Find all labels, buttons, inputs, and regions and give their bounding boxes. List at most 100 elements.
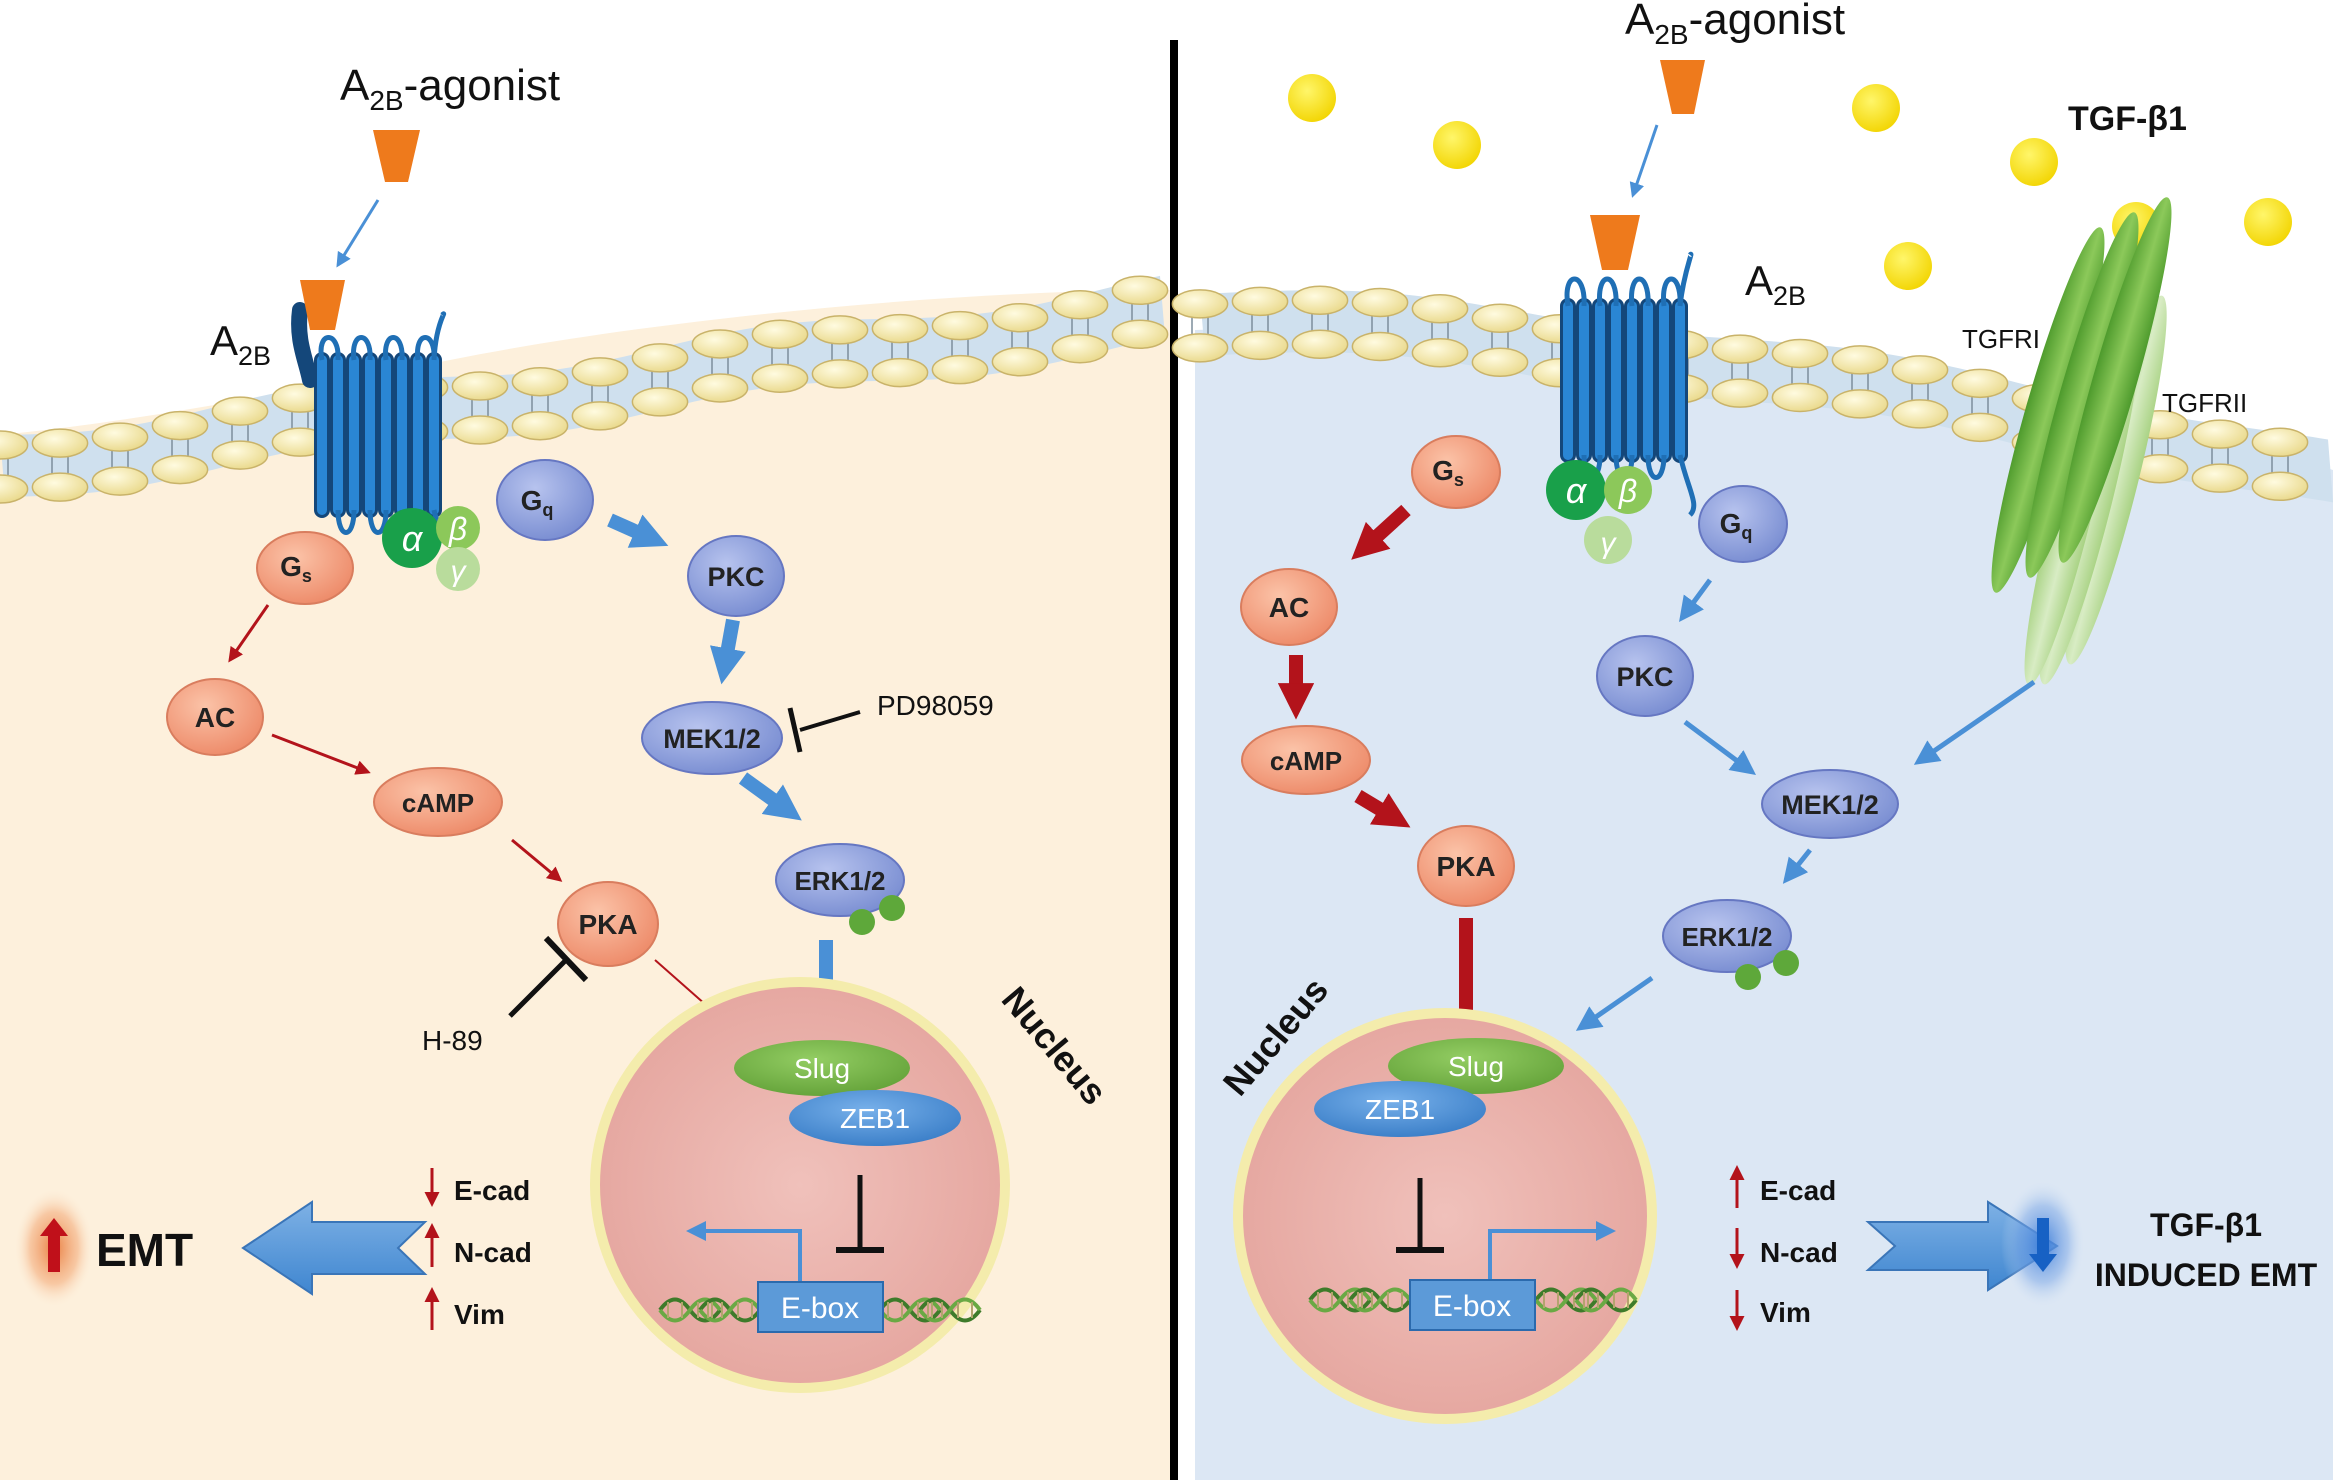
svg-text:Gs: Gs (1432, 455, 1464, 490)
left-agonist-arrow (336, 199, 380, 268)
svg-text:β: β (448, 511, 467, 547)
left-camp-node: cAMP (373, 767, 503, 837)
left-transcription-arrow (686, 1221, 802, 1282)
right-transcription-arrow (1488, 1221, 1616, 1282)
left-pd98059-label: PD98059 (877, 690, 994, 721)
left-emt-up-arrow (40, 1218, 68, 1272)
right-gq-node: Gq (1698, 485, 1788, 563)
right-tgfr1-receptor (1991, 197, 2172, 593)
left-h89-inhibition (508, 935, 589, 1018)
right-agonist-label: A2B-agonist (1625, 0, 1845, 50)
right-arrow-mek-erk (1782, 848, 1812, 884)
right-emt-down-arrow (2029, 1218, 2057, 1272)
left-pd98059-inhibition (787, 707, 861, 753)
right-agonist-ligand (1660, 60, 1705, 114)
left-arrow-camp-pka (511, 838, 563, 882)
right-mek-node: MEK1/2 (1761, 769, 1899, 839)
right-erk-node: ERK1/2 (1662, 899, 1799, 990)
svg-text:N-cad: N-cad (454, 1237, 532, 1268)
left-arrow-mek-erk (738, 772, 802, 821)
right-g-protein: α β γ (1546, 460, 1652, 564)
left-marker-vim: Vim (424, 1287, 505, 1330)
svg-text:ERK1/2: ERK1/2 (1681, 922, 1772, 952)
svg-text:γ: γ (1601, 527, 1618, 560)
right-receptor-bound-agonist (1590, 215, 1640, 270)
right-panel: TGF-β1 A2B-agonist A2B α β γ (1171, 0, 2333, 1480)
right-zeb1-node: ZEB1 (1314, 1081, 1486, 1137)
right-agonist-arrow (1629, 124, 1659, 198)
right-arrow-erk-slug (1575, 975, 1654, 1031)
left-arrow-gs-ac (228, 604, 270, 663)
right-arrow-pkc-mek (1683, 719, 1757, 775)
svg-text:cAMP: cAMP (1270, 746, 1342, 776)
svg-text:Vim: Vim (454, 1299, 505, 1330)
svg-text:Gs: Gs (280, 551, 312, 586)
right-pkc-node: PKC (1596, 635, 1694, 717)
svg-text:Gq: Gq (521, 485, 554, 520)
right-arrow-gq-pkc (1679, 578, 1713, 623)
svg-text:PKA: PKA (578, 909, 637, 940)
left-arrow-pkc-mek (709, 618, 746, 685)
left-agonist-label: A2B-agonist (340, 61, 560, 116)
right-ac-node: AC (1240, 568, 1338, 646)
left-erk-node: ERK1/2 (775, 843, 905, 935)
left-nucleus (590, 977, 1010, 1393)
left-g-protein: α β γ (382, 506, 480, 591)
svg-text:α: α (1566, 470, 1588, 511)
left-outcome-arrow (241, 1200, 428, 1296)
right-arrow-camp-pka (1354, 789, 1411, 828)
svg-text:Vim: Vim (1760, 1297, 1811, 1328)
left-zeb1-ebox-inhibition (836, 1175, 884, 1253)
left-ac-node: AC (166, 678, 264, 756)
left-a2b-receptor (291, 280, 459, 561)
svg-text:cAMP: cAMP (402, 788, 474, 818)
left-ebox: E-box (757, 1281, 884, 1333)
svg-text:Slug: Slug (1448, 1051, 1504, 1082)
left-gq-node: Gq (496, 459, 594, 541)
right-arrow-gs-ac (1351, 504, 1411, 560)
svg-text:AC: AC (1269, 592, 1309, 623)
right-tgfr1-label: TGFRI (1962, 324, 2040, 354)
right-arrow-tgfr-mek (1913, 679, 2036, 765)
left-emt-label: EMT (96, 1224, 193, 1276)
svg-text:γ: γ (451, 555, 468, 588)
left-receptor-label: A2B (210, 317, 271, 371)
right-outcome-line1: TGF-β1 (2150, 1207, 2262, 1243)
left-marker-ecad: E-cad (424, 1168, 530, 1207)
svg-text:ZEB1: ZEB1 (840, 1103, 910, 1134)
left-h89-label: H-89 (422, 1025, 483, 1056)
right-tgfr2-label: TGFRII (2162, 388, 2247, 418)
svg-text:MEK1/2: MEK1/2 (663, 724, 761, 754)
left-marker-ncad: N-cad (424, 1223, 532, 1268)
right-tgf-label: TGF-β1 (2068, 100, 2187, 138)
svg-text:α: α (402, 518, 424, 559)
right-marker-vim: Vim (1729, 1290, 1811, 1331)
svg-text:E-box: E-box (781, 1292, 859, 1325)
svg-text:ZEB1: ZEB1 (1365, 1094, 1435, 1125)
svg-text:PKA: PKA (1436, 851, 1495, 882)
right-zeb1-ebox-inhibition (1396, 1178, 1444, 1253)
left-agonist-ligand (373, 130, 420, 182)
left-receptor-bound-agonist (300, 280, 345, 330)
svg-text:N-cad: N-cad (1760, 1237, 1838, 1268)
left-zeb1-node: ZEB1 (789, 1090, 961, 1146)
left-mek-node: MEK1/2 (641, 701, 783, 775)
right-camp-node: cAMP (1241, 725, 1371, 795)
svg-text:Slug: Slug (794, 1053, 850, 1084)
left-arrow-ac-camp (271, 733, 371, 775)
right-marker-ncad: N-cad (1729, 1228, 1838, 1269)
left-arrow-gq-pkc (607, 513, 669, 548)
left-pka-node: PKA (557, 881, 659, 967)
right-pka-node: PKA (1417, 825, 1515, 907)
right-gs-node: Gs (1411, 435, 1501, 509)
svg-text:E-cad: E-cad (1760, 1175, 1836, 1206)
right-marker-ecad: E-cad (1729, 1165, 1836, 1208)
svg-text:Gq: Gq (1720, 508, 1753, 543)
left-gs-node: Gs (256, 531, 354, 605)
svg-text:MEK1/2: MEK1/2 (1781, 790, 1879, 820)
svg-text:PKC: PKC (707, 562, 764, 592)
left-slug-node: Slug (734, 1040, 910, 1096)
panel-divider (1170, 40, 1178, 1480)
right-ebox: E-box (1409, 1279, 1536, 1331)
